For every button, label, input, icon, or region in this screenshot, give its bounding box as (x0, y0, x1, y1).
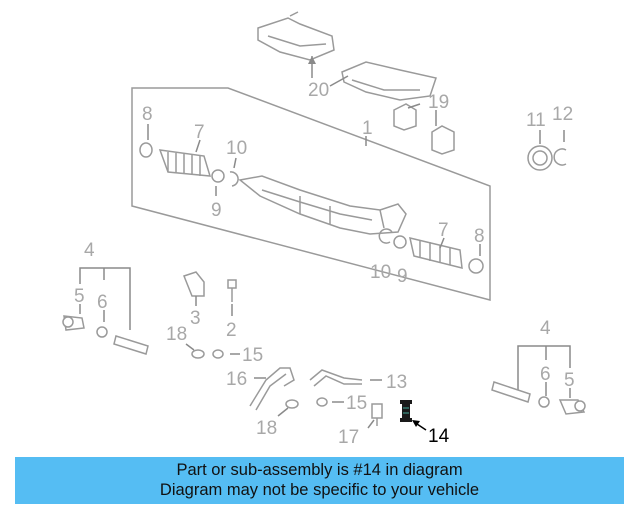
callout-9-left: 9 (211, 200, 222, 221)
callout-5-left: 5 (74, 286, 85, 307)
fitting-part-17 (371, 403, 383, 426)
bolt-part-2 (227, 279, 237, 302)
leader-line-20b (329, 75, 349, 87)
callout-14: 14 (428, 426, 450, 447)
clip-part-12 (553, 148, 567, 166)
callout-8-right: 8 (474, 226, 485, 247)
tie-rod-end-part-8-right (468, 258, 484, 274)
o-ring-part-15-right (316, 397, 328, 407)
callout-2: 2 (226, 320, 237, 341)
pressure-line-part-16 (249, 367, 295, 407)
washer-part-18-right (285, 399, 299, 409)
callout-12: 12 (552, 104, 573, 125)
callout-1: 1 (362, 118, 373, 139)
inner-tie-rod-part-4-left (113, 335, 149, 355)
callout-15-right: 15 (346, 393, 367, 414)
callout-4-right: 4 (540, 318, 551, 339)
callout-5-right: 5 (564, 370, 575, 391)
return-line-part-13 (309, 369, 363, 381)
callout-8-left: 8 (142, 104, 153, 125)
callout-6-left: 6 (97, 292, 108, 313)
steering-rack-panel-part-1 (131, 87, 491, 301)
o-ring-part-15-left (212, 349, 224, 359)
callout-18-right: 18 (256, 418, 277, 439)
clamp-part-9-right (393, 235, 407, 249)
tie-rod-end-part-8 (139, 142, 153, 158)
callout-7-right: 7 (438, 220, 449, 241)
callout-11: 11 (526, 110, 546, 131)
callout-15-left: 15 (242, 345, 263, 366)
inner-tie-rod-part-4-right (491, 381, 531, 403)
callout-18-left: 18 (166, 324, 187, 345)
heat-shield-part-20 (257, 11, 437, 101)
callout-13: 13 (386, 372, 407, 393)
callout-16: 16 (226, 369, 247, 390)
callout-9-right: 9 (397, 266, 408, 287)
callout-3: 3 (190, 308, 201, 329)
banner-line-1: Part or sub-assembly is #14 in diagram (176, 461, 463, 479)
info-banner: Part or sub-assembly is #14 in diagram D… (15, 457, 624, 504)
callout-10-right: 10 (370, 262, 391, 283)
bushing-part-19 (393, 103, 455, 155)
boot-left-part-7 (139, 142, 212, 177)
nut-part-6-left (96, 326, 108, 338)
bracket-part-3 (183, 271, 205, 297)
parts-diagram: 1 2 3 4 4 5 5 6 6 7 7 8 8 9 9 10 10 11 1… (62, 11, 586, 448)
boot-right-part-7 (409, 236, 463, 269)
clip-part-10-left (229, 171, 239, 187)
callout-17: 17 (338, 427, 359, 448)
callout-20: 20 (308, 80, 329, 101)
callout-7-left: 7 (194, 122, 205, 143)
callout-4-left: 4 (84, 240, 95, 261)
callout-10-left: 10 (226, 138, 247, 159)
washer-part-18-left (191, 349, 205, 359)
nut-part-6-right (538, 396, 550, 408)
clip-part-10-right (378, 228, 393, 244)
highlighted-bolt-part-14 (400, 400, 412, 422)
tie-rod-end-part-5-left (62, 315, 85, 331)
rack-housing (238, 175, 407, 235)
mount-part-11 (527, 145, 553, 171)
clamp-part-9-left (211, 169, 225, 183)
banner-line-2: Diagram may not be specific to your vehi… (159, 481, 480, 499)
callout-19: 19 (428, 92, 449, 113)
tie-rod-end-part-5-right (558, 399, 586, 415)
callout-6-right: 6 (540, 364, 551, 385)
